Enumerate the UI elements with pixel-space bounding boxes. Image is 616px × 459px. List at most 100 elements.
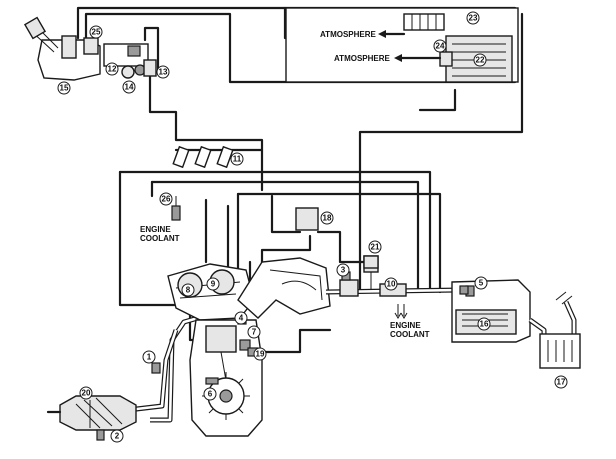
svg-text:5: 5 — [479, 279, 484, 288]
ect-sensor-assembly — [171, 196, 379, 269]
pcv-sensor-21 — [363, 255, 379, 269]
svg-text:21: 21 — [371, 243, 380, 252]
engine — [167, 255, 581, 437]
svg-text:16: 16 — [480, 320, 489, 329]
callout-14: 14 — [122, 80, 136, 94]
injector-3 — [216, 145, 234, 169]
callout-10: 10 — [384, 277, 398, 291]
atmosphere-label-bottom: ATMOSPHERE — [334, 54, 391, 63]
injector-2 — [194, 145, 212, 169]
callout-2: 2 — [110, 429, 124, 443]
svg-text:11: 11 — [233, 155, 242, 164]
svg-text:15: 15 — [60, 84, 69, 93]
crank-position-sensor — [205, 377, 219, 385]
fuel-tank-pressure-sensor — [83, 37, 99, 55]
svg-text:10: 10 — [387, 280, 396, 289]
callout-3: 3 — [336, 263, 350, 277]
intake-manifold — [237, 257, 331, 319]
engine-coolant-label-2-line2: COOLANT — [390, 330, 430, 339]
svg-text:20: 20 — [82, 389, 91, 398]
vacuum-line-c — [270, 194, 302, 234]
svg-text:7: 7 — [252, 328, 257, 337]
throttle-body — [339, 279, 359, 297]
atmosphere-label-top: ATMOSPHERE — [320, 30, 377, 39]
callout-1: 1 — [142, 350, 156, 364]
svg-text:14: 14 — [125, 83, 134, 92]
canister-to-engine-line — [358, 12, 524, 294]
resonator — [539, 333, 581, 369]
hose-routing — [76, 6, 524, 354]
ect-sensor — [171, 205, 181, 221]
callout-20: 20 — [79, 386, 93, 400]
callout-7: 7 — [247, 325, 261, 339]
svg-text:4: 4 — [239, 314, 244, 323]
piston — [205, 325, 237, 353]
callout-13: 13 — [156, 65, 170, 79]
engine-coolant-label-2-line1: ENGINE — [390, 321, 421, 330]
lower-hose-b — [248, 328, 332, 354]
vacuum-loop-second — [150, 180, 420, 292]
callout-9: 9 — [206, 277, 220, 291]
callout-11: 11 — [230, 152, 244, 166]
callout-15: 15 — [57, 81, 71, 95]
air-inlet-snorkel — [555, 291, 573, 305]
svg-text:25: 25 — [92, 28, 101, 37]
svg-text:9: 9 — [211, 280, 216, 289]
callout-18: 18 — [320, 211, 334, 225]
callout-8: 8 — [181, 283, 195, 297]
bypass-solenoid-valve — [439, 51, 453, 67]
svg-text:26: 26 — [162, 195, 171, 204]
coolant-temp-sensor-5 — [459, 285, 469, 295]
fuel-tank-area — [23, 16, 157, 81]
svg-text:12: 12 — [108, 65, 117, 74]
engine-coolant-label-1-line1: ENGINE — [140, 225, 171, 234]
fuel-pump — [61, 35, 77, 59]
callout-22: 22 — [473, 53, 487, 67]
svg-text:2: 2 — [115, 432, 120, 441]
svg-text:6: 6 — [208, 390, 213, 399]
canister-assembly — [285, 7, 519, 83]
svg-text:24: 24 — [436, 42, 445, 51]
svg-text:13: 13 — [159, 68, 168, 77]
callout-24: 24 — [433, 39, 447, 53]
canister-vent-valve — [403, 13, 445, 31]
svg-text:22: 22 — [476, 56, 485, 65]
callout-16: 16 — [477, 317, 491, 331]
callout-25: 25 — [89, 25, 103, 39]
callout-4: 4 — [234, 311, 248, 325]
coolant-flow-arrows — [394, 304, 408, 319]
vacuum-loop-left — [118, 170, 192, 307]
exhaust-system — [46, 315, 199, 441]
svg-text:18: 18 — [323, 214, 332, 223]
svg-text:23: 23 — [469, 14, 478, 23]
canister-vent-shutoff — [143, 59, 157, 77]
text-labels: ATMOSPHERE ATMOSPHERE ENGINE COOLANT ENG… — [140, 30, 430, 339]
svg-text:17: 17 — [557, 378, 566, 387]
vacuum-loop-outer — [118, 170, 432, 292]
callout-6: 6 — [203, 387, 217, 401]
filler-neck — [23, 16, 47, 40]
callout-23: 23 — [466, 11, 480, 25]
callouts: 1 2 3 4 5 6 7 8 9 10 11 12 13 14 15 16 1… — [57, 11, 568, 443]
purge-control-valve — [295, 207, 319, 231]
svg-text:19: 19 — [256, 350, 265, 359]
tank-return-line — [143, 26, 160, 72]
callout-21: 21 — [368, 240, 382, 254]
callout-17: 17 — [554, 375, 568, 389]
svg-text:3: 3 — [341, 266, 346, 275]
engine-coolant-label-1-line2: COOLANT — [140, 234, 180, 243]
callout-26: 26 — [159, 192, 173, 206]
svg-text:8: 8 — [186, 286, 191, 295]
fuel-pressure-regulator — [127, 45, 141, 57]
callout-12: 12 — [105, 62, 119, 76]
callout-19: 19 — [253, 347, 267, 361]
injectors — [172, 145, 234, 169]
vacuum-line-g — [260, 234, 312, 274]
o2-sensor-upper — [151, 362, 161, 374]
fuel-cut-valve — [121, 65, 135, 79]
vacuum-line-a — [236, 192, 442, 294]
o2-sensor-lower — [96, 429, 105, 441]
fuel-feed-line — [148, 72, 264, 192]
